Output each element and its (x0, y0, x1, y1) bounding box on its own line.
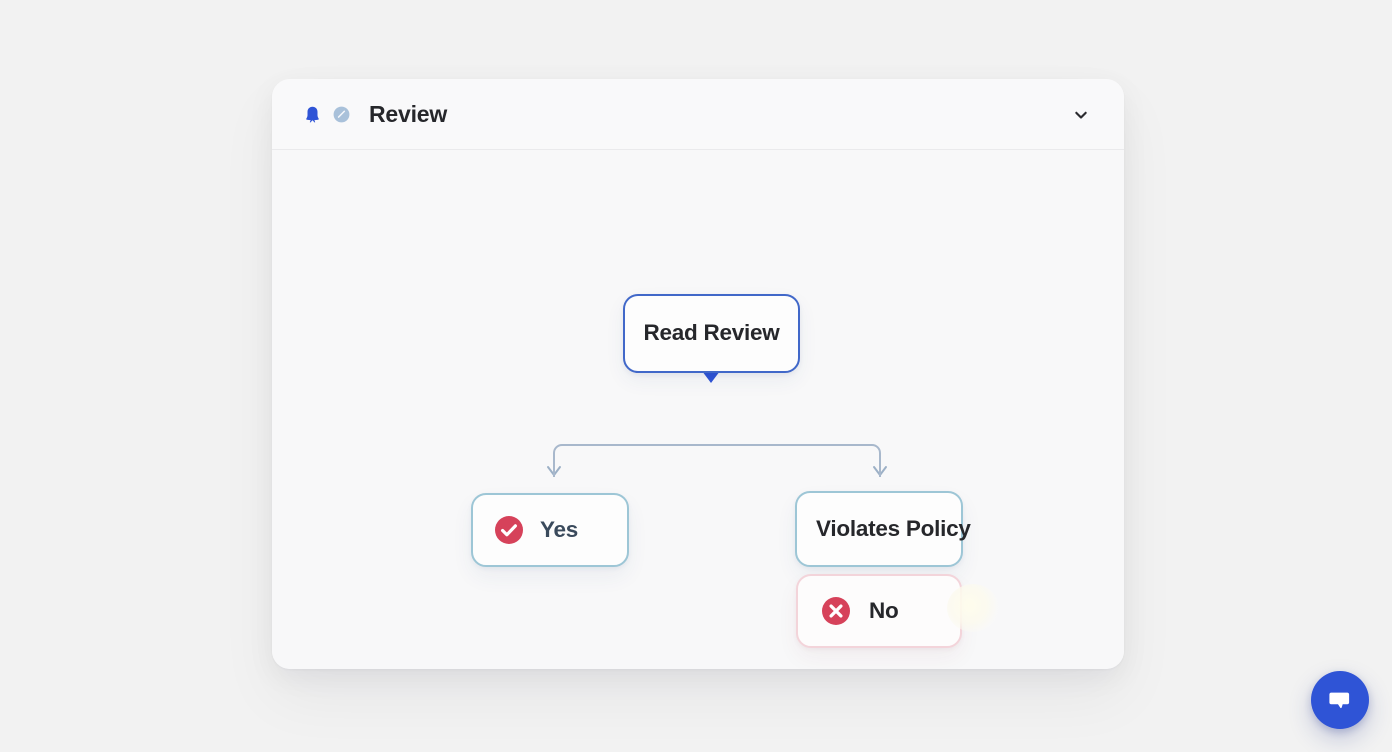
chat-bubble-icon (1329, 692, 1350, 709)
flow-canvas: Read Review Yes Violates Policy No (272, 150, 1124, 669)
flow-node-label: Yes (540, 516, 579, 542)
flow-node-yes[interactable]: Yes (471, 493, 629, 567)
edge-to-yes-arrowhead (547, 466, 561, 476)
flow-node-label: No (869, 597, 899, 623)
flow-node-label: Violates Policy (816, 515, 971, 541)
check-circle-icon (495, 516, 523, 544)
page-title: Review (369, 101, 448, 127)
flow-node-no[interactable]: No (796, 574, 962, 648)
edge-to-violates (711, 444, 881, 470)
node-overflow-artifact (947, 584, 999, 632)
header-icon-group (303, 105, 351, 124)
flow-edges (547, 371, 887, 477)
bell-icon (303, 105, 322, 124)
flow-node-label: Read Review (643, 320, 780, 346)
flow-node-violates-policy[interactable]: Violates Policy (795, 491, 971, 567)
edge-to-yes (553, 444, 711, 470)
card-header: Review (272, 79, 1124, 150)
collapse-toggle-button[interactable] (1064, 98, 1098, 132)
chat-launcher-button[interactable] (1311, 671, 1369, 729)
flow-node-read-review[interactable]: Read Review (623, 294, 800, 373)
review-card: Review (272, 79, 1124, 669)
edge-to-violates-arrowhead (873, 466, 887, 476)
x-circle-icon (822, 597, 850, 625)
chevron-down-icon (1075, 111, 1087, 119)
edit-circle-icon (332, 105, 351, 124)
